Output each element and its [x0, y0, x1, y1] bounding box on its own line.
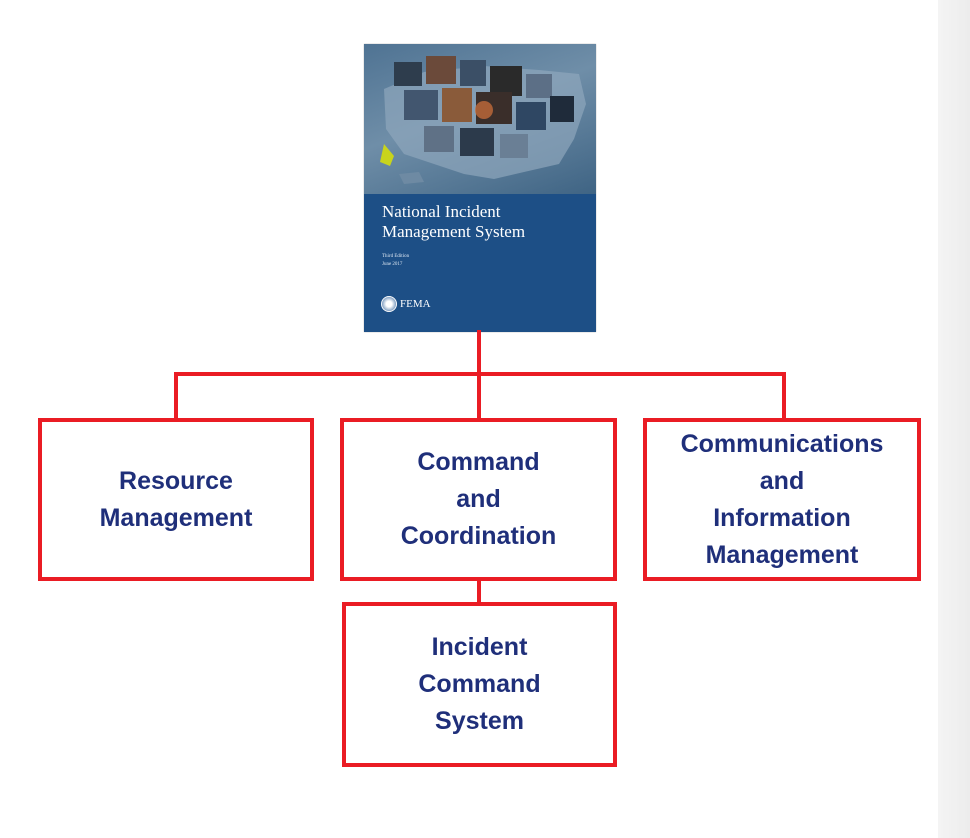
cover-edition: Third Edition	[382, 254, 410, 259]
label-command-coordination: Command and Coordination	[400, 448, 557, 550]
nims-cover-image: National Incident Management System Thir…	[364, 44, 596, 332]
label-communications-information: Communications and Information Managemen…	[680, 429, 884, 569]
page-edge-strip	[938, 0, 970, 838]
box-command-coordination: Command and Coordination	[340, 418, 617, 581]
box-resource-management: Resource Management	[38, 418, 314, 581]
us-map-collage	[380, 56, 586, 184]
box-communications-information: Communications and Information Managemen…	[643, 418, 921, 581]
label-resource-management: Resource Management	[99, 466, 253, 532]
cover-agency-logo: FEMA	[400, 298, 431, 310]
cover-title-panel	[364, 194, 596, 332]
box-incident-command-system: Incident Command System	[342, 602, 617, 767]
cover-date: June 2017	[382, 262, 403, 267]
cover-title: National Incident Management System	[382, 202, 526, 241]
dhs-seal-icon	[381, 296, 397, 312]
label-incident-command-system: Incident Command System	[418, 633, 541, 735]
